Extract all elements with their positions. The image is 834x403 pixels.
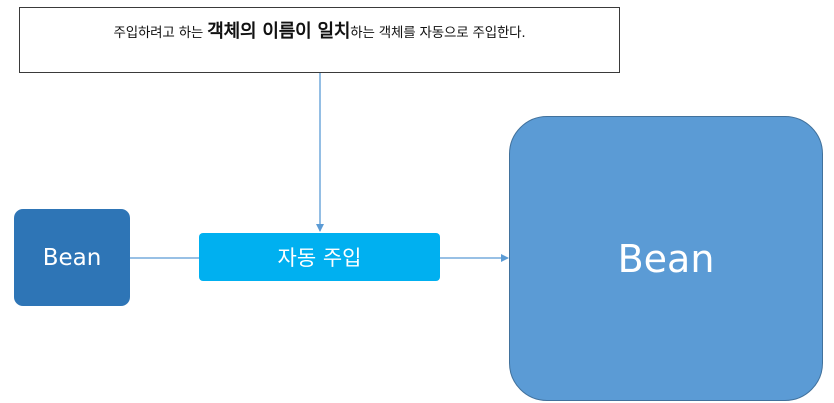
description-note: 주입하려고 하는 객체의 이름이 일치하는 객체를 자동으로 주입한다. — [19, 7, 620, 73]
note-text-before: 주입하려고 하는 — [113, 25, 208, 41]
note-text-emphasis: 객체의 이름이 일치 — [207, 21, 351, 42]
source-bean-label: Bean — [42, 244, 102, 271]
target-bean-box: Bean — [509, 116, 823, 401]
auto-inject-label: 자동 주입 — [277, 246, 362, 270]
source-bean-box: Bean — [14, 209, 130, 306]
auto-inject-box: 자동 주입 — [199, 233, 440, 281]
target-bean-label: Bean — [617, 236, 715, 281]
note-text-after: 하는 객체를 자동으로 주입한다. — [350, 25, 526, 41]
